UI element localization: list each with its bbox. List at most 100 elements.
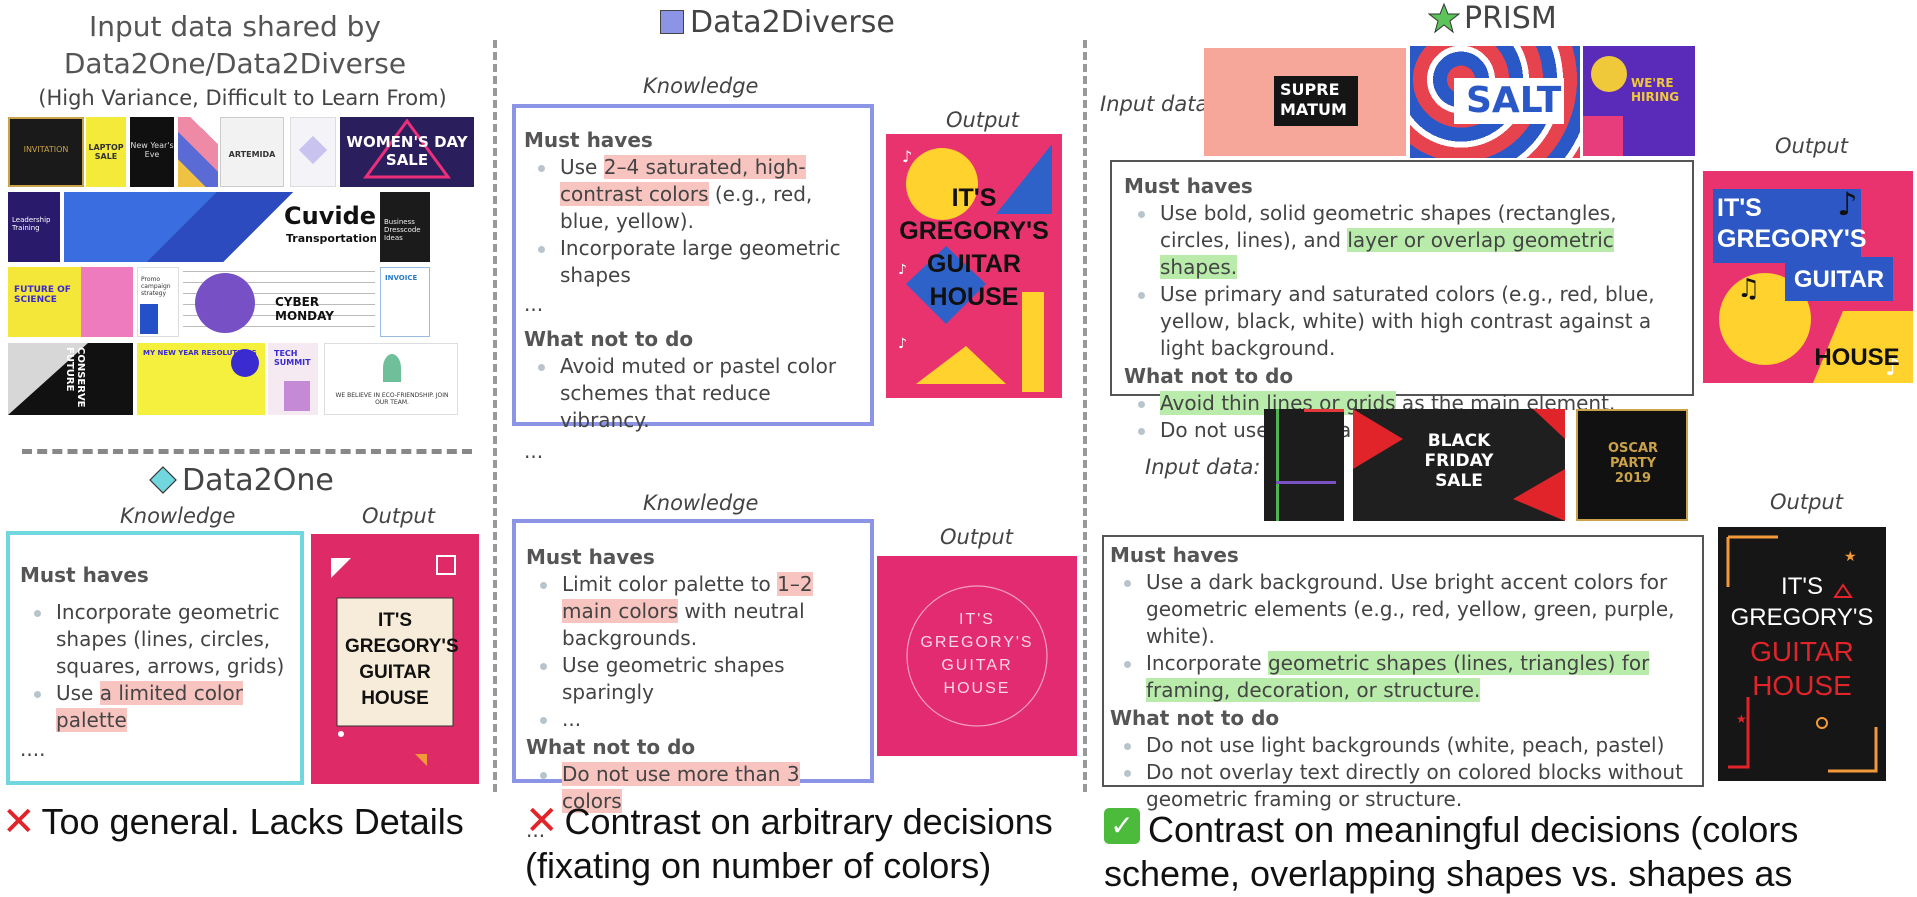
knowledge-item: Limit color palette to 1–2 main colors w… [526, 571, 860, 652]
must-haves-heading: Must haves [1110, 543, 1239, 567]
data2one-output-poster: IT'S GREGORY'S GUITAR HOUSE [311, 534, 479, 784]
prism-bottom-knowledge-box: Must haves Use a dark background. Use br… [1102, 535, 1704, 811]
separator-left [493, 40, 497, 792]
svg-text:♪: ♪ [1885, 353, 1900, 381]
cross-mark-icon: ✕ [2, 799, 36, 845]
thumb-black-friday: BLACK FRIDAY SALE [1353, 409, 1565, 521]
thumb-invitation: INVITATION [8, 117, 84, 187]
data2one-title: Data2One [182, 462, 334, 498]
prism-bottom-output-label: Output [1770, 490, 1843, 514]
data2one-output-label: Output [362, 504, 435, 528]
must-haves-heading: Must haves [526, 545, 655, 569]
prism-heading: PRISM [1428, 0, 1557, 36]
star-icon [1428, 2, 1460, 34]
knowledge-item: Avoid muted or pastel color schemes that… [524, 353, 860, 434]
prism-bottom-input-label: Input data: [1145, 455, 1261, 479]
ellipsis: ... [524, 439, 544, 463]
poster-title: IT'S GREGORY'S GUITAR HOUSE [899, 184, 1049, 311]
thumb-oscar-party: OSCAR PARTY 2019 [1576, 409, 1688, 521]
thumb-future-science: FUTURE OF SCIENCE [8, 267, 133, 337]
knowledge-item: Use geometric shapes sparingly [526, 652, 860, 706]
knowledge-item: Use a dark background. Use bright accent… [1110, 569, 1692, 650]
thumb-leadership: Leadership Training [8, 192, 60, 262]
knowledge-item: Do not overlay text directly on colored … [1110, 759, 1692, 813]
d2d-top-output-poster: ♪ ♪ ♪ IT'S GREGORY'S GUITAR HOUSE [886, 134, 1062, 398]
thumb-salt: SALT [1410, 46, 1580, 158]
data2diverse-verdict: ✕Contrast on arbitrary decisions (fixati… [525, 800, 1065, 888]
svg-text:★: ★ [1736, 712, 1747, 726]
shared-input-title: Input data shared by Data2One/Data2Diver… [63, 10, 407, 80]
thumb-conserve-future: CONSERVE FUTURE [8, 343, 133, 415]
svg-text:♪: ♪ [898, 262, 907, 278]
d2d-bottom-knowledge-box: Must haves Limit color palette to 1–2 ma… [512, 519, 874, 842]
knowledge-item: Do not use light backgrounds (white, pea… [1110, 732, 1692, 759]
thumb-cyber-monday: CYBER MONDAY [183, 267, 375, 337]
thumb-pattern [178, 117, 218, 187]
must-haves-heading: Must haves [20, 563, 149, 587]
d2d-bottom-knowledge-label: Knowledge [643, 491, 759, 515]
thumb-light [290, 117, 336, 187]
data2one-heading: Data2One [148, 462, 334, 498]
separator-horizontal [22, 449, 472, 454]
poster-title: IT'S GREGORY'S GUITAR HOUSE [920, 611, 1034, 697]
d2d-bottom-output-poster: IT'S GREGORY'S GUITAR HOUSE [877, 556, 1077, 756]
thumb-laptop-sale: LAPTOP SALE [86, 117, 126, 187]
must-haves-heading: Must haves [1124, 174, 1253, 198]
d2d-bottom-output-label: Output [940, 525, 1013, 549]
poster-title-top: IT'S GREGORY'S [1717, 194, 1867, 253]
poster-title-bot: GUITAR HOUSE [1750, 636, 1854, 701]
data2diverse-heading: Data2Diverse [660, 4, 895, 40]
prism-top-output-label: Output [1775, 134, 1848, 158]
poster-title-bot: HOUSE [1814, 344, 1900, 371]
svg-text:♪: ♪ [1837, 185, 1857, 223]
knowledge-item: ... [526, 706, 860, 733]
poster-title-top: IT'S GREGORY'S [1730, 573, 1874, 631]
knowledge-item: Do not use more than 3 colors [526, 761, 860, 815]
knowledge-item: Use a limited color palette [20, 680, 292, 734]
what-not-heading: What not to do [524, 327, 694, 351]
thumb-invoice: INVOICE [380, 267, 430, 337]
what-not-heading: What not to do [526, 735, 696, 759]
knowledge-item: Use 2–4 saturated, high-contrast colors … [524, 154, 860, 235]
shared-input-subtitle: (High Variance, Difficult to Learn From) [38, 86, 447, 110]
prism-title: PRISM [1464, 0, 1557, 36]
prism-verdict: ✓Contrast on meaningful decisions (color… [1104, 808, 1904, 897]
data2one-verdict: ✕ Too general. Lacks Details [2, 800, 464, 844]
data2diverse-title: Data2Diverse [690, 4, 895, 40]
thumb-womens-day: WOMEN'S DAY SALE [340, 117, 474, 187]
thumb-business-dresscode: Business Dresscode Ideas [380, 192, 430, 262]
d2d-top-output-label: Output [946, 108, 1019, 132]
prism-bottom-output-poster: ★ ★ IT'S GREGORY'S GUITAR HOUSE [1718, 527, 1886, 781]
thumb-artemida: ARTEMIDA [220, 117, 284, 187]
data2one-knowledge-box: Must haves Incorporate geometric shapes … [6, 531, 304, 785]
knowledge-item: Use bold, solid geometric shapes (rectan… [1124, 200, 1682, 281]
d2d-top-knowledge-box: Must haves Use 2–4 saturated, high-contr… [512, 104, 874, 463]
thumb-dark-lines [1264, 409, 1344, 521]
thumb-eco: WE BELIEVE IN ECO-FRIENDSHIP. JOIN OUR T… [324, 343, 458, 415]
ellipsis: ... [526, 818, 546, 842]
prism-top-knowledge-box: Must haves Use bold, solid geometric sha… [1110, 160, 1694, 442]
diamond-icon [149, 466, 177, 494]
knowledge-item: Incorporate geometric shapes (lines, tri… [1110, 650, 1692, 704]
poster-title: IT'S GREGORY'S GUITAR HOUSE [345, 610, 459, 709]
knowledge-item: Use primary and saturated colors (e.g., … [1124, 281, 1682, 362]
cross-mark-icon: ✕ [525, 798, 559, 844]
thumb-supre-matum: SUPRE MATUM [1204, 48, 1406, 156]
svg-text:★: ★ [1844, 549, 1857, 565]
prism-top-input-label: Input data: [1100, 92, 1216, 116]
data2one-knowledge-label: Knowledge [120, 504, 236, 528]
svg-text:♪: ♪ [902, 147, 912, 166]
what-not-heading: What not to do [1110, 706, 1280, 730]
prism-top-output-poster: ♪ ♫ ♪ IT'S GREGORY'S GUITAR HOUSE [1703, 171, 1913, 383]
verdict-text: Contrast on meaningful decisions (colors… [1104, 809, 1799, 894]
d2d-top-knowledge-label: Knowledge [643, 74, 759, 98]
svg-text:♫: ♫ [1737, 274, 1760, 304]
ellipsis: ... [524, 292, 544, 316]
must-haves-heading: Must haves [524, 128, 653, 152]
what-not-heading: What not to do [1124, 364, 1294, 388]
verdict-text: Too general. Lacks Details [41, 801, 464, 842]
separator-right [1083, 40, 1087, 792]
knowledge-item: Incorporate large geometric shapes [524, 235, 860, 289]
ellipsis: .... [20, 737, 46, 761]
